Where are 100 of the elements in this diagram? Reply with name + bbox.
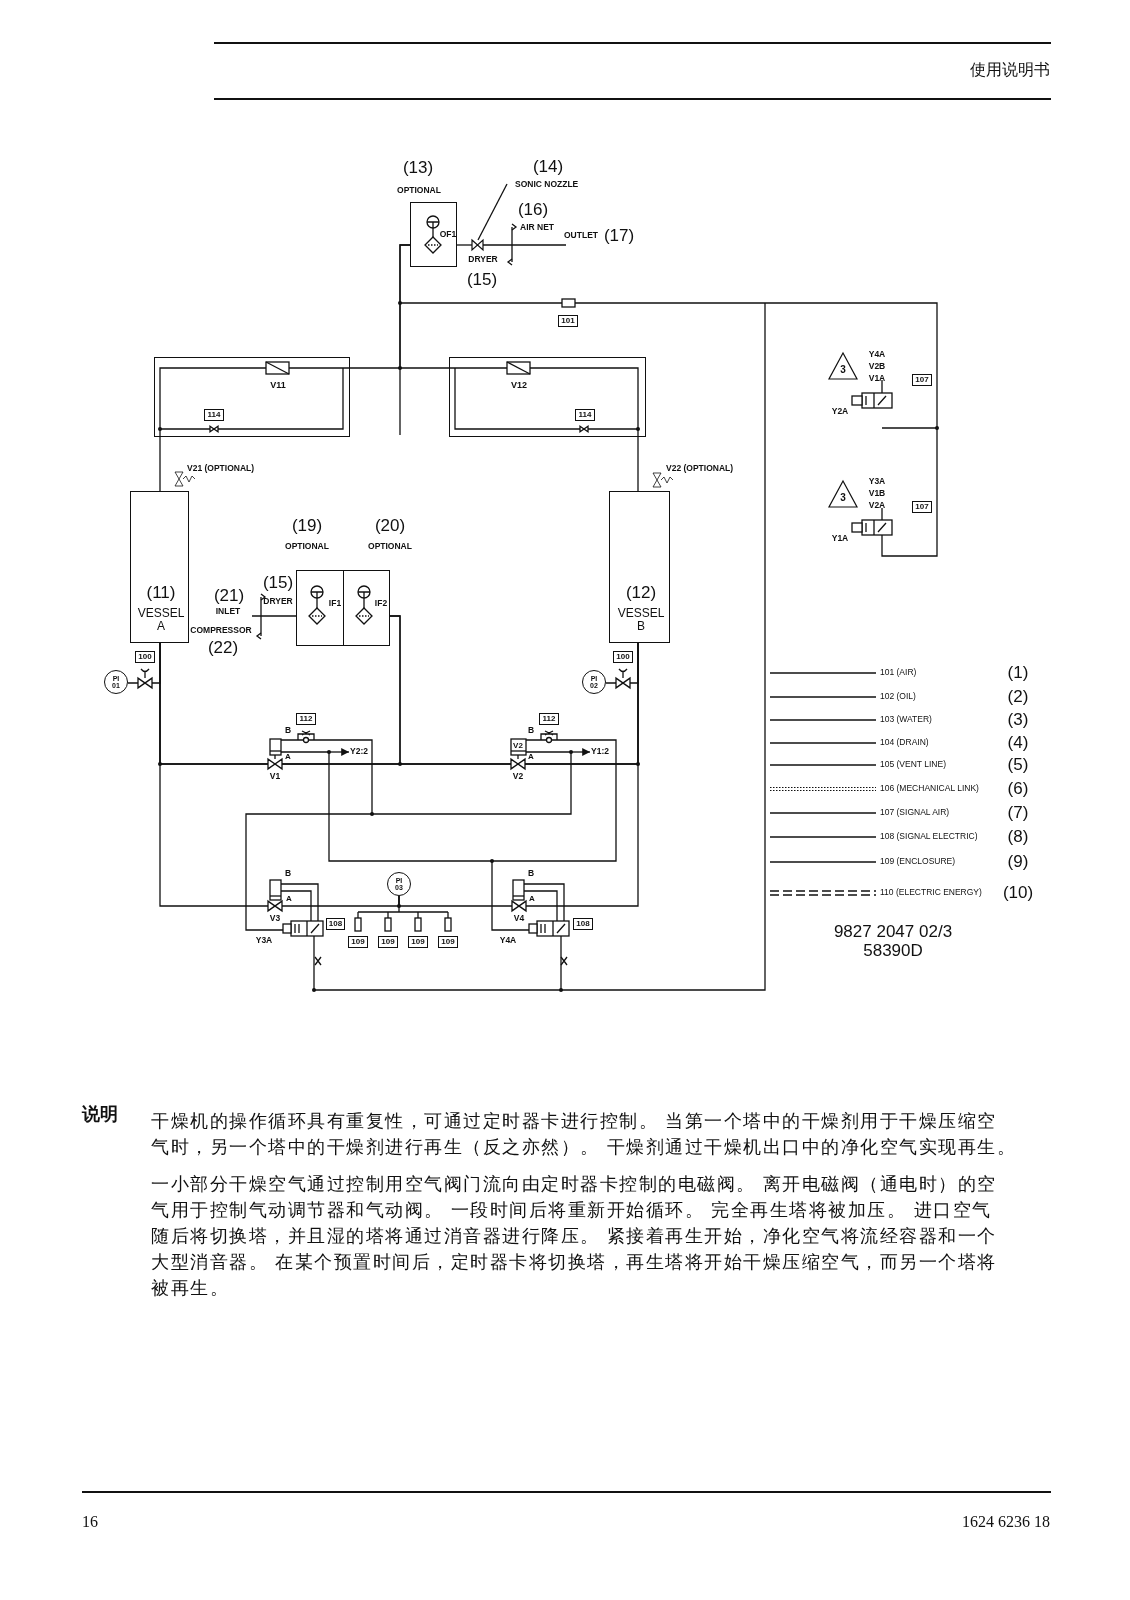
callout-number: (19) bbox=[291, 516, 323, 536]
leader-line bbox=[477, 183, 508, 241]
component-label: DRYER bbox=[263, 597, 293, 607]
callout-number: (21) bbox=[213, 586, 245, 606]
legend-text: 106 (MECHANICAL LINK) bbox=[880, 784, 979, 794]
vessel-label: VESSEL A bbox=[137, 606, 185, 634]
body-paragraph: 一小部分干燥空气通过控制用空气阀门流向由定时器卡控制的电磁阀。 离开电磁阀（通电时）的空气用于控制气动调节器和气动阀。 一段时间后将重新开始循环。 完全再生塔将被加压。 进口空气随后将切换塔，并且湿的塔将通过消音器进行降压。 紧接着再生开始，净化空气将流经容器和一个大型消音器。 在某个预置时间后，定时器卡将切换塔，再生塔将开始干燥压缩空气，而另一个塔将被再生。 bbox=[151, 1172, 998, 1300]
enclosure bbox=[449, 357, 646, 437]
legend-text: 102 (OIL) bbox=[880, 692, 916, 702]
drawing-number: 9827 2047 02/3 bbox=[833, 922, 953, 942]
valve-label: V1 bbox=[269, 772, 281, 782]
line-tag: 112 bbox=[539, 713, 559, 725]
callout-number: (3) bbox=[1007, 710, 1029, 730]
vessel-label: VESSEL B bbox=[617, 606, 665, 634]
component-label: INLET bbox=[215, 607, 241, 617]
callout-number: (4) bbox=[1007, 733, 1029, 753]
valve-label: V3 bbox=[269, 914, 281, 924]
component-label: OPTIONAL bbox=[285, 542, 329, 552]
component-label: OPTIONAL bbox=[368, 542, 412, 552]
pipe-line bbox=[456, 244, 473, 246]
legend-text: 104 (DRAIN) bbox=[880, 738, 929, 748]
warning-triangle: 3 bbox=[828, 480, 858, 508]
line-tag: 109 bbox=[348, 936, 368, 948]
legend-text: 108 (SIGNAL ELECTRIC) bbox=[880, 832, 978, 842]
line-tag: 108 bbox=[573, 918, 593, 930]
signal-arrow bbox=[328, 748, 350, 756]
valve-label: Y4A bbox=[499, 936, 517, 946]
callout-number: (12) bbox=[625, 583, 657, 603]
valve-label: V2B bbox=[868, 362, 886, 372]
callout-number: (15) bbox=[466, 270, 498, 290]
valve-label: Y2A bbox=[831, 407, 849, 417]
signal-arrow bbox=[570, 748, 591, 756]
header-title: 使用说明书 bbox=[970, 61, 1050, 79]
page-number: 16 bbox=[82, 1513, 98, 1531]
port-label: B bbox=[284, 869, 292, 879]
signal-label: Y1:2 bbox=[591, 747, 609, 757]
line-tag: 114 bbox=[575, 409, 595, 421]
component-label: OF1 bbox=[439, 230, 457, 240]
body-paragraph: 干燥机的操作循环具有重复性，可通过定时器卡进行控制。 当第一个塔中的干燥剂用于干燥压缩空气时，另一个塔中的干燥剂进行再生（反之亦然）。 干燥剂通过干燥机出口中的净化空气实现再生。 bbox=[151, 1109, 1018, 1159]
callout-number: (2) bbox=[1007, 687, 1029, 707]
line-tag: 100 bbox=[613, 651, 633, 663]
line-tag: 109 bbox=[408, 936, 428, 948]
pipe-line bbox=[399, 244, 450, 369]
port-label: A bbox=[285, 752, 291, 762]
nozzle-symbol bbox=[472, 240, 483, 250]
valve-label: V1A bbox=[868, 374, 886, 384]
valve-label: Y4A bbox=[868, 350, 886, 360]
valve-label: Y3A bbox=[868, 477, 886, 487]
component-label: AIR NET bbox=[520, 223, 554, 233]
component-label: IF2 bbox=[374, 599, 388, 609]
port-label: B bbox=[284, 726, 292, 736]
enclosure bbox=[154, 357, 350, 437]
callout-number: (16) bbox=[517, 200, 549, 220]
legend-text: 107 (SIGNAL AIR) bbox=[880, 808, 950, 818]
callout-number: (10) bbox=[1002, 883, 1034, 903]
port-label: A bbox=[529, 894, 535, 904]
legend-text: 103 (WATER) bbox=[880, 715, 932, 725]
component-label: IF1 bbox=[328, 599, 342, 609]
callout-number: (13) bbox=[402, 158, 434, 178]
component-label: SONIC NOZZLE bbox=[515, 180, 579, 190]
port-label: B bbox=[527, 726, 535, 736]
valve-label: V2A bbox=[868, 501, 886, 511]
vessel bbox=[609, 491, 670, 643]
drawing-number: 58390D bbox=[863, 941, 923, 961]
component-label: OPTIONAL bbox=[397, 186, 441, 196]
valve-label: V1B bbox=[868, 489, 886, 499]
document-number: 1624 6236 18 bbox=[962, 1513, 1050, 1531]
callout-number: (7) bbox=[1007, 803, 1029, 823]
valve-label: Y1A bbox=[831, 534, 849, 544]
line-tag: 108 bbox=[326, 918, 345, 930]
legend-text: 101 (AIR) bbox=[880, 668, 917, 678]
section-heading: 说明 bbox=[82, 1104, 118, 1124]
warning-triangle: 3 bbox=[828, 352, 858, 380]
line-tag: 114 bbox=[204, 409, 224, 421]
line-tag: 107 bbox=[912, 501, 932, 513]
callout-number: (11) bbox=[146, 583, 176, 603]
callout-number: (17) bbox=[603, 226, 635, 246]
pipe-line bbox=[389, 615, 639, 765]
callout-number: (8) bbox=[1007, 827, 1029, 847]
pipe-line bbox=[637, 436, 639, 492]
line-tag: 107 bbox=[912, 374, 932, 386]
valve-label: V2 bbox=[512, 772, 524, 782]
port-label: B bbox=[527, 869, 535, 879]
valve-label: V4 bbox=[513, 914, 525, 924]
pipe-line bbox=[159, 436, 161, 492]
line-tag: 112 bbox=[296, 713, 316, 725]
line-tag: 109 bbox=[438, 936, 458, 948]
component-label: DRYER bbox=[468, 255, 498, 265]
line-tag: 101 bbox=[558, 315, 578, 327]
vessel bbox=[130, 491, 189, 643]
callout-number: (1) bbox=[1007, 663, 1029, 683]
legend-text: 105 (VENT LINE) bbox=[880, 760, 946, 770]
callout-number: (6) bbox=[1007, 779, 1029, 799]
callout-number: (20) bbox=[374, 516, 406, 536]
callout-number: (15) bbox=[262, 573, 294, 593]
line-tag: 109 bbox=[378, 936, 398, 948]
valve-label: V11 bbox=[270, 381, 286, 391]
valve-label: V21 (OPTIONAL) bbox=[187, 464, 255, 474]
port-label: A bbox=[528, 752, 534, 762]
line-tag: 100 bbox=[135, 651, 155, 663]
